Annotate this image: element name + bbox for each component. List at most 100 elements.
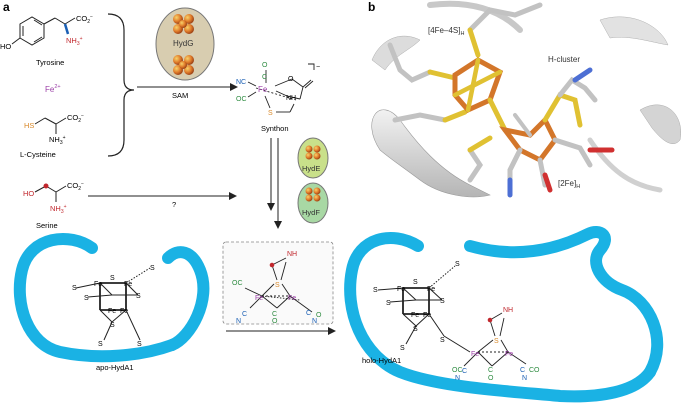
holo-o-mid: O xyxy=(488,375,494,382)
hyde-fes-cluster xyxy=(305,145,321,160)
panel-label-b: b xyxy=(368,0,375,14)
2fe-carbon-marker xyxy=(269,262,275,268)
box-n-right: N xyxy=(312,318,317,325)
tyrosine-label: Tyrosine xyxy=(36,58,64,67)
box-nh: NH xyxy=(287,251,297,258)
tyrosine-nh3: NH3+ xyxy=(66,36,83,47)
synthon-nc: NC xyxy=(236,79,246,86)
apo-s-2: S xyxy=(84,295,89,302)
synthon-c-top: C xyxy=(262,74,267,81)
holo-2fe-subcluster xyxy=(463,312,527,367)
apo-s-3: S xyxy=(136,293,141,300)
holo-fe-a: Fe xyxy=(471,351,479,358)
apo-s-1: S xyxy=(110,275,115,282)
hydf-enzyme xyxy=(297,182,329,224)
cysteine-structure xyxy=(34,117,67,134)
serine-carbon-marker xyxy=(43,183,49,189)
hydf-label: HydF xyxy=(302,208,320,217)
holo-s-7: S xyxy=(400,345,405,352)
fe4s4-label: [4Fe–4S]H xyxy=(428,26,464,37)
holo-fe4s4-cluster xyxy=(377,265,471,353)
synthon-oc: OC xyxy=(236,96,247,103)
holo-fe-b: Fe xyxy=(505,351,513,358)
synthon-nh: NH xyxy=(286,95,296,102)
h-cluster-label: H-cluster xyxy=(548,55,580,64)
cysteine-co2: CO2− xyxy=(67,113,84,124)
apo-fe-1: Fe xyxy=(94,281,102,288)
holo-s-1: S xyxy=(413,279,418,286)
synthon-label: Synthon xyxy=(261,124,289,133)
box-o-right: O xyxy=(316,312,322,319)
cysteine-nh3: NH3+ xyxy=(49,135,66,146)
panel-label-a: a xyxy=(3,0,10,14)
apo-hyda1-protein-tail xyxy=(162,246,210,351)
synthon-structure xyxy=(247,63,315,113)
holo-c-left: C xyxy=(462,368,467,375)
holo-s-4: S xyxy=(413,326,418,333)
serine-ho: HO xyxy=(23,189,34,198)
apo-fe-2: Fe xyxy=(124,281,132,288)
hydg-label: HydG xyxy=(173,39,193,48)
holo-c-right: C xyxy=(520,367,525,374)
holo-hyda1-label: holo-HydA1 xyxy=(362,356,401,365)
tyrosine-co2: CO2− xyxy=(76,14,93,25)
box-c-mid: C xyxy=(272,311,277,318)
holo-carbon-marker xyxy=(487,317,493,323)
box-c-right: C xyxy=(306,310,311,317)
holo-s-3: S xyxy=(440,298,445,305)
holo-fe-4: Fe xyxy=(423,312,431,319)
holo-s-2: S xyxy=(386,300,391,307)
holo-fe-3: Fe xyxy=(411,312,419,319)
box-n-left: N xyxy=(236,318,241,325)
hydg-fes-cluster-bottom xyxy=(173,55,194,75)
holo-oc: OC xyxy=(452,367,463,374)
sam-label: SAM xyxy=(172,91,188,100)
holo-s-bridge: S xyxy=(494,338,499,345)
box-c-left: C xyxy=(242,311,247,318)
holo-s-5: S xyxy=(455,261,460,268)
apo-s-4: S xyxy=(110,322,115,329)
holo-n-right: N xyxy=(522,375,527,382)
box-o-mid: O xyxy=(272,318,278,325)
tyrosine-ho: HO xyxy=(0,42,11,51)
reagent-brace xyxy=(107,13,135,157)
holo-hyda1-protein-tail xyxy=(464,226,664,378)
apo-fe4s4-cluster xyxy=(75,267,151,341)
apo-s-8: S xyxy=(137,341,142,348)
holo-fe-1: Fe xyxy=(397,286,405,293)
apo-fe-3: Fe xyxy=(108,308,116,315)
holo-co-right: CO xyxy=(529,367,540,374)
serine-structure xyxy=(34,185,67,202)
hydg-enzyme xyxy=(155,7,215,81)
2fe-subcluster-box xyxy=(222,241,334,325)
box-fe-1: Fe xyxy=(255,295,263,302)
apo-hyda1-label: apo-HydA1 xyxy=(96,363,134,372)
holo-hyda1-protein xyxy=(344,232,656,403)
hyde-enzyme xyxy=(297,137,329,179)
apo-s-7: S xyxy=(98,341,103,348)
question-label: ? xyxy=(172,200,176,209)
serine-label: Serine xyxy=(36,221,58,230)
hydf-fes-cluster xyxy=(305,187,321,202)
synthon-o-top: O xyxy=(262,62,268,69)
apo-fe-4: Fe xyxy=(120,308,128,315)
protein-ribbon-background xyxy=(371,0,682,198)
synthon-charge: − xyxy=(316,64,320,71)
apo-s-6: S xyxy=(72,285,77,292)
holo-nh: NH xyxy=(503,307,513,314)
synthon-s: S xyxy=(268,110,273,117)
box-s: S xyxy=(275,282,280,289)
serine-co2: CO2− xyxy=(67,181,84,192)
synthon-fe: Fe xyxy=(258,85,268,94)
cysteine-hs: HS xyxy=(24,121,34,130)
hyde-label: HydE xyxy=(302,164,320,173)
holo-s-8: S xyxy=(440,337,445,344)
holo-c-mid: C xyxy=(488,367,493,374)
holo-s-6: S xyxy=(373,287,378,294)
box-oc: OC xyxy=(232,280,243,287)
box-fe-2: Fe xyxy=(288,295,296,302)
serine-nh3: NH3+ xyxy=(50,204,67,215)
holo-fe-2: Fe xyxy=(427,286,435,293)
